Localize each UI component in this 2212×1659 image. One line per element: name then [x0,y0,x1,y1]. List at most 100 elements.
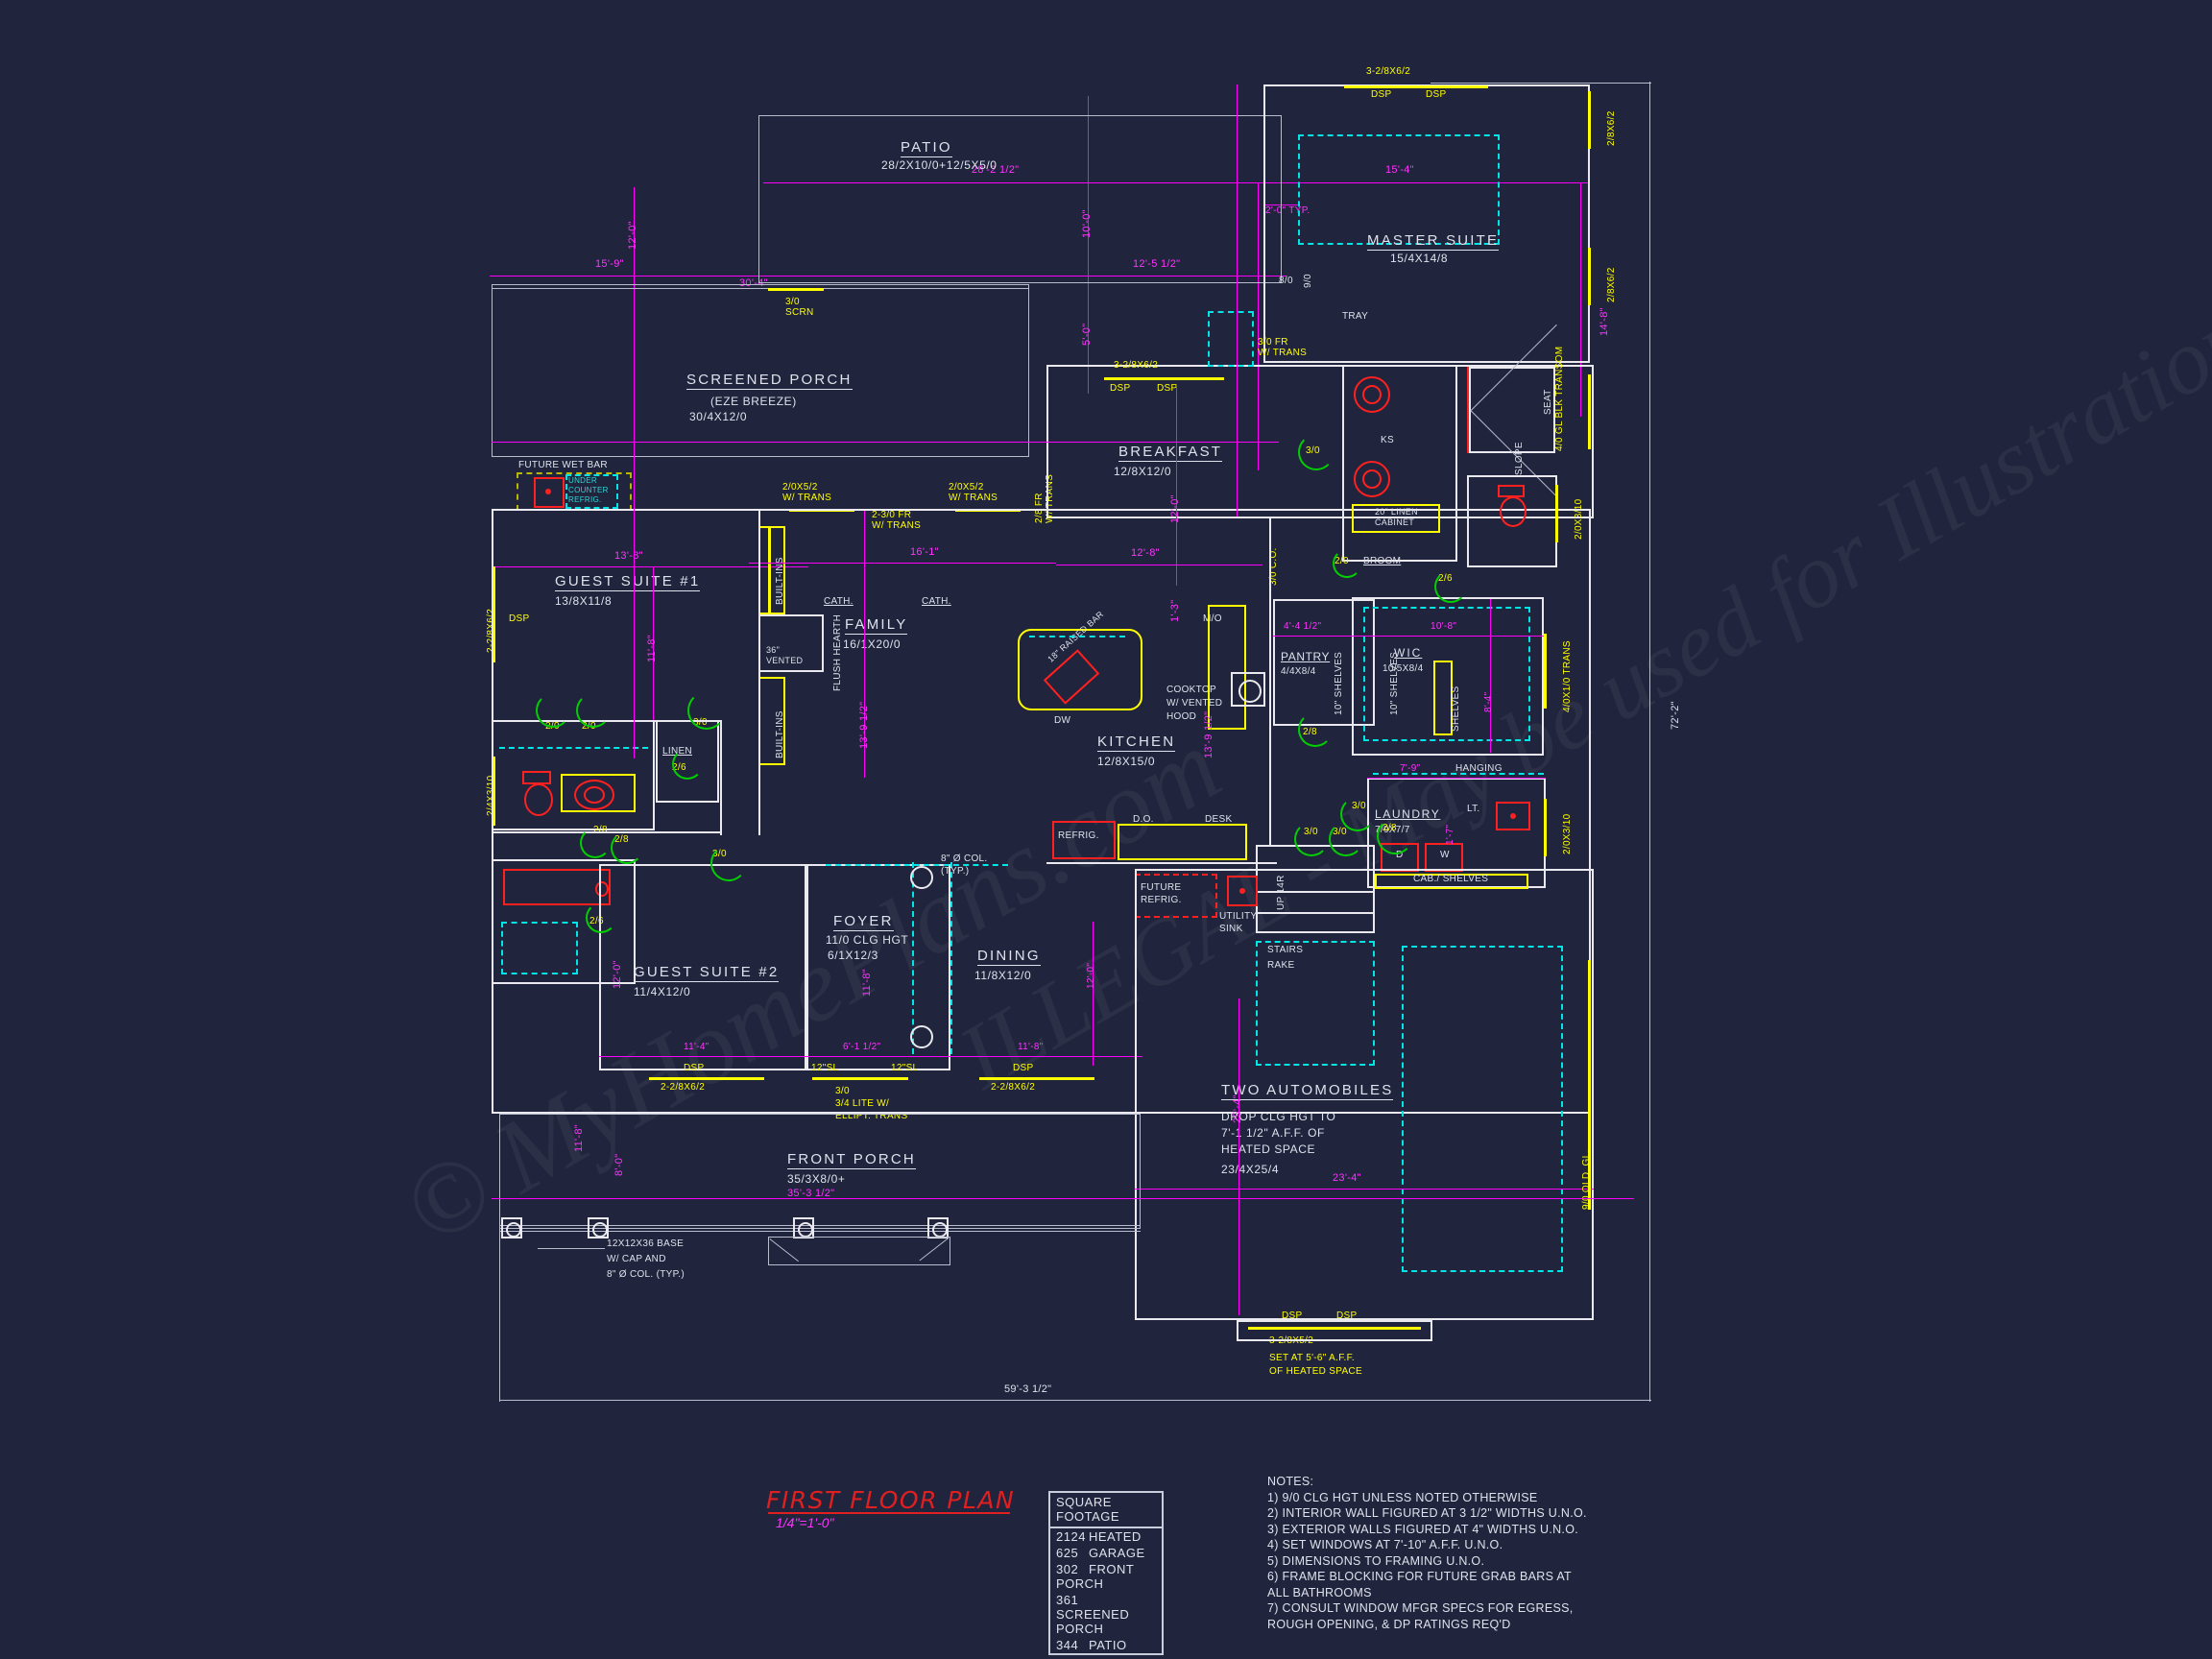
cab-shelves-laundry [1375,874,1528,889]
label-refrig: REFRIG. [1058,830,1099,841]
sqft-label: SCREENED PORCH [1056,1607,1130,1636]
door-swing-linen [672,749,703,780]
label-slope: SLOPE [1514,442,1525,475]
front-door-symbol [812,1077,908,1080]
dim-line-pantry [1273,636,1375,637]
window-tag-master-top: 3-2/8X6/2 [1366,66,1411,77]
label-8-0-ceiling: 8/0 [1279,276,1293,286]
dim-overall-width: 59'-3 1/2" [1004,1383,1052,1395]
window-gl-blk-transom [1588,374,1591,449]
dim-family-depth: 13'-9 1/2" [858,701,870,749]
label-desk: DESK [1205,814,1233,825]
built-ins-upper [768,526,771,613]
window-mark-dsp-bk2: DSP [1157,383,1178,394]
utility-sink-box [1227,876,1258,906]
porch-column-1-circle [506,1222,521,1238]
porch-column-3 [793,1217,814,1238]
porch-leader [538,1248,605,1249]
door-swing-gs2 [710,845,747,881]
dim-line-breakfast-vert [1176,384,1177,586]
dim-garage-width: 23'-4" [1333,1172,1361,1184]
door-swing-laundry-b [1294,822,1329,856]
overall-width-dimension-line [499,1400,1651,1401]
door-swing-garage-entry [1329,822,1363,856]
label-wic-shelves: SHELVES [1451,685,1461,733]
note-item: ALL BATHROOMS [1267,1585,1372,1599]
label-lt: LT. [1467,804,1480,814]
label-dw: DW [1054,715,1071,726]
label-cath-1: CATH. [824,596,854,607]
window-left-2 [493,758,495,824]
stair-tread-2 [1256,891,1375,893]
label-broom: BROOM [1363,556,1402,566]
window-master-top [1344,85,1488,88]
dim-kitchen-depth: 13'-9 1/2" [1203,710,1214,758]
label-9-0-ceiling: 9/0 [1303,274,1313,288]
room-label-master-suite: MASTER SUITE [1367,232,1500,251]
dim-line-master-width [1248,182,1590,183]
room-size-family: 16/1X20/0 [843,637,902,651]
dim-line-family-vert [864,509,865,778]
notes-header: NOTES: [1267,1475,1314,1488]
screened-porch-rail [492,288,1029,289]
room-size-wic: 10/5X8/4 [1382,663,1424,674]
label-10-shelves-b: 10" SHELVES [1334,651,1344,715]
window-wic-right [1544,634,1547,709]
wall-family-top [789,509,1048,511]
label-do: D.O. [1133,814,1154,825]
room-label-dining: DINING [977,948,1041,966]
room-label-breakfast: BREAKFAST [1118,444,1223,462]
cooktop-burner [1238,680,1262,703]
sqft-label: HEATED [1089,1529,1142,1544]
dim-line-patio-vert [1088,96,1089,394]
room-size-dining: 11/8X12/0 [974,969,1032,982]
vanity-gs1 [561,774,636,812]
room-size-breakfast: 12/8X12/0 [1114,465,1172,478]
window-wc-right [1555,485,1558,542]
dim-pantry: 4'-4 1/2" [1284,621,1322,632]
door-swing-bath-gs2 [586,902,616,933]
dim-line-hanging [1367,778,1546,779]
toilet-bowl-gs1 [524,783,553,816]
sink-gs1 [574,780,614,810]
dim-master-height: 14'-8" [1599,307,1610,336]
dim-line-garage-width [1135,1189,1594,1190]
dim-gs2-width: 11'-4" [684,1042,709,1052]
dim-front-porch-depth: 8'-0" [613,1153,625,1176]
room-label-patio: PATIO [901,139,952,157]
sqft-value: 361 [1056,1593,1079,1607]
column-2 [910,1025,933,1048]
front-porch-edge-b [499,1231,1141,1232]
room-label-garage: TWO AUTOMOBILES [1221,1082,1394,1100]
front-porch-edge-a [499,1225,1141,1226]
cooktop-counter [1208,605,1246,730]
garage-door-note: SET AT 5'-6" A.F.F.OF HEATED SPACE [1269,1353,1362,1377]
wic-shelves-box [1433,661,1453,735]
front-porch-outline [499,1114,1141,1229]
dim-gs1-depth: 11'-8" [646,634,658,662]
garage-overhead-door [1248,1327,1421,1330]
window-tag-breakfast-top: 3-2/8X6/2 [1114,360,1159,371]
room-label-guest-suite-1: GUEST SUITE #1 [555,573,701,591]
overall-height-dimension-line [1649,82,1650,1402]
dim-line-gs1 [492,566,808,567]
porch-column-3-circle [798,1222,813,1238]
door-screen-entry [768,288,824,291]
dim-screened-depth: 12'-0" [627,221,638,250]
label-hanging: HANGING [1455,763,1503,774]
door-swing-master-bath [1298,434,1334,470]
wic-shelving-dash [1363,607,1530,741]
label-36-vented: 36"VENTED [766,645,804,665]
window-mark-dsp-gs1: DSP [509,613,530,624]
label-ks: KS [1381,435,1394,445]
dim-gs1-width: 13'-8" [614,550,643,562]
window-left-1 [493,566,495,659]
sqft-value: 2124 [1056,1529,1086,1544]
dim-foyer-width: 6'-1 1/2" [843,1042,881,1052]
window-tag-master-right-1: 2/8X6/2 [1606,110,1617,146]
dim-screened-width: 30'-4" [739,277,768,289]
